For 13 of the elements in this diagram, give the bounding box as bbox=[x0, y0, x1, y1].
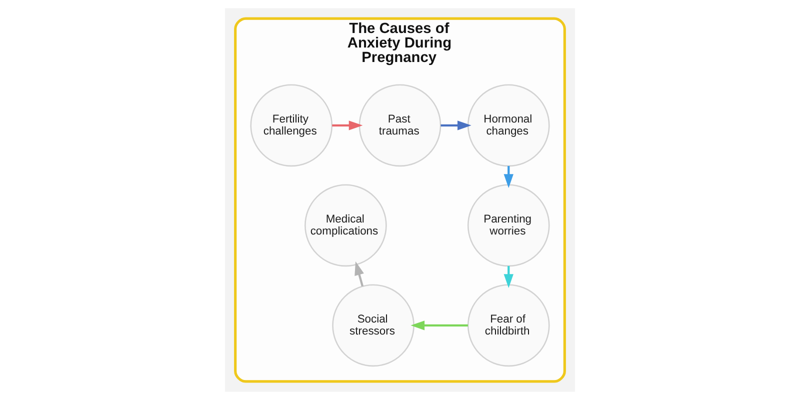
node-circle: Parenting worries bbox=[467, 184, 550, 267]
node-circle: Fear of childbirth bbox=[467, 284, 550, 367]
node-circle: Social stressors bbox=[332, 284, 414, 367]
arrow bbox=[354, 261, 364, 287]
arrow bbox=[504, 166, 514, 188]
node-circle: Hormonal changes bbox=[467, 84, 550, 167]
arrow bbox=[410, 320, 468, 330]
arrow bbox=[440, 120, 472, 130]
arrow bbox=[332, 120, 363, 130]
node-circle: Past traumas bbox=[358, 84, 442, 167]
node-circle: Fertility challenges bbox=[250, 84, 333, 167]
node-circle: Medical complications bbox=[304, 184, 387, 267]
arrow bbox=[504, 266, 514, 288]
